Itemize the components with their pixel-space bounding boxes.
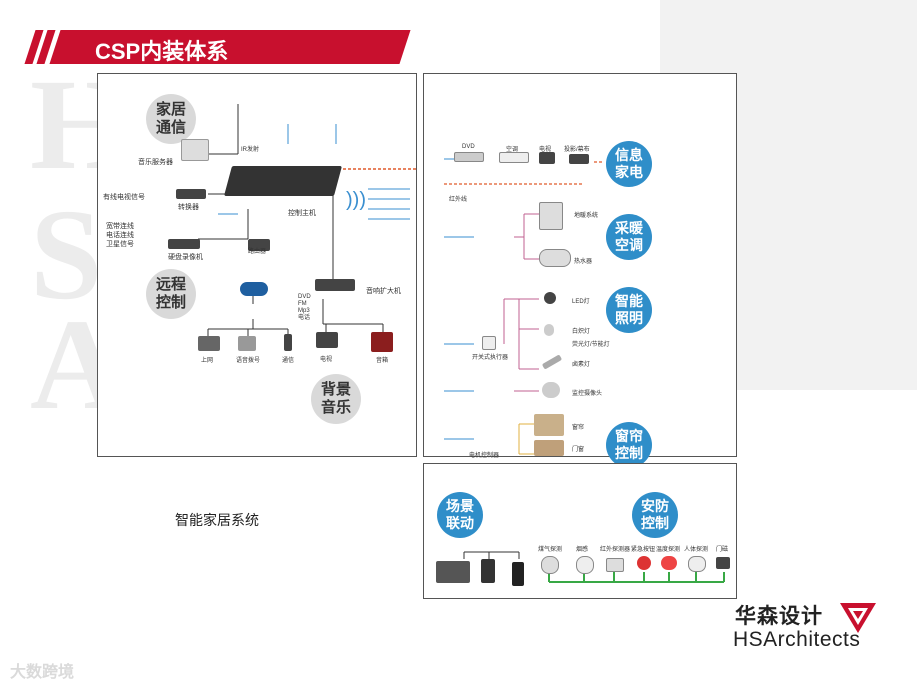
right-connections bbox=[444, 158, 604, 455]
switch-device bbox=[482, 336, 496, 350]
pc-label: 上网 bbox=[201, 358, 214, 364]
bubble-info-appliances: 信息家电 bbox=[606, 141, 652, 187]
remote-device bbox=[512, 562, 524, 586]
smartphone-device bbox=[481, 559, 495, 583]
sensor-body-icon bbox=[688, 556, 706, 572]
phone-device bbox=[238, 336, 256, 351]
sensor-temp-icon bbox=[661, 556, 677, 570]
bubble-curtain-control: 窗帘控制 bbox=[606, 422, 652, 468]
tv-label: 电视 bbox=[320, 357, 333, 363]
dvd-label: DVD bbox=[462, 144, 475, 150]
bubble-smart-lighting: 智能照明 bbox=[606, 287, 652, 333]
sensor-door-label: 门磁 bbox=[716, 547, 729, 553]
bubble-home-communication: 家居通信 bbox=[146, 94, 196, 144]
bulb-device bbox=[544, 324, 554, 336]
brand-name-cn: 华森设计 bbox=[735, 605, 823, 628]
tv-appliance-label: 电视 bbox=[539, 147, 552, 153]
projector-device bbox=[569, 154, 589, 164]
left-diagram-panel: 家居通信 远程控制 背景音乐 音乐服务器 有线电视信号 转换器 宽带连线电话连线… bbox=[97, 73, 417, 457]
sensor-ir-label: 红外探测器 bbox=[600, 547, 631, 553]
curtain-room-device bbox=[534, 414, 564, 436]
sensor-smoke-icon bbox=[576, 556, 594, 574]
music-server-device bbox=[181, 139, 209, 161]
wifi-icon: ))) bbox=[346, 189, 366, 211]
bulb-label: 白炽灯 bbox=[572, 329, 591, 335]
bottom-diagram-panel: 场景联动 安防控制 煤气探测 烟感 红外探测器 紧急按钮 温度探测 人体探测 门… bbox=[423, 463, 737, 599]
speaker-label: 音箱 bbox=[376, 358, 389, 364]
bubble-background-music: 背景音乐 bbox=[311, 374, 361, 424]
sensor-gas-label: 煤气探测 bbox=[538, 547, 563, 553]
window-room-device bbox=[534, 440, 564, 456]
led-label: LED灯 bbox=[572, 299, 590, 305]
router-device bbox=[248, 239, 270, 251]
bubble-remote-control: 远程控制 bbox=[146, 269, 196, 319]
dvr-label: 硬盘录像机 bbox=[168, 254, 203, 261]
router-label: 路由器 bbox=[248, 249, 267, 255]
halogen-label: 卤素灯 bbox=[572, 362, 591, 368]
background-letter-s: S bbox=[30, 183, 103, 327]
pc-device bbox=[198, 336, 220, 351]
fluorescent-label: 荧光灯/节能灯 bbox=[572, 342, 610, 348]
phone-label: 语音拨号 bbox=[236, 358, 261, 364]
tv-device bbox=[316, 332, 338, 348]
ir-appliance-label: 红外线 bbox=[449, 197, 468, 203]
camera-label: 监控摄像头 bbox=[572, 391, 603, 397]
page-title: CSP内装体系 bbox=[95, 39, 229, 64]
tablet-device bbox=[436, 561, 470, 583]
diagram-caption: 智能家居系统 bbox=[175, 512, 259, 528]
amplifier-device bbox=[315, 279, 355, 291]
sensor-ir-icon bbox=[606, 558, 624, 572]
bubble-scene-linkage: 场景联动 bbox=[437, 492, 483, 538]
amplifier-label: 音响扩大机 bbox=[366, 288, 401, 295]
heating-device bbox=[539, 202, 563, 230]
window-label: 门窗 bbox=[572, 447, 585, 453]
converter-device bbox=[176, 189, 206, 199]
mobile-device bbox=[284, 334, 292, 351]
sensor-emergency-label: 紧急按钮 bbox=[631, 547, 656, 553]
ir-label: IR发射 bbox=[241, 147, 260, 153]
water-heater-device bbox=[539, 249, 571, 267]
bubble-security-control: 安防控制 bbox=[632, 492, 678, 538]
watermark-text: 大数跨境 bbox=[10, 664, 75, 681]
tv-appliance-device bbox=[539, 152, 555, 164]
cable-tv-label: 有线电视信号 bbox=[103, 194, 145, 201]
broadband-label: 宽带连线电话连线卫星信号 bbox=[106, 223, 134, 248]
led-device bbox=[544, 292, 556, 304]
curtain-relay-label: 电机控制器 bbox=[469, 453, 500, 459]
mobile-label: 通信 bbox=[282, 358, 295, 364]
heating-label: 地暖系统 bbox=[574, 213, 599, 219]
camera-device bbox=[542, 382, 560, 398]
sensor-smoke-label: 烟感 bbox=[576, 547, 589, 553]
dvd-device bbox=[454, 152, 484, 162]
sensor-gas-icon bbox=[541, 556, 559, 574]
dvr-device bbox=[168, 239, 200, 249]
bubble-heating-ac: 采暖空调 bbox=[606, 214, 652, 260]
ac-label: 空调 bbox=[506, 147, 519, 153]
ac-device bbox=[499, 152, 529, 163]
cloud-device bbox=[240, 282, 268, 296]
water-heater-label: 热水器 bbox=[574, 259, 593, 265]
music-server-label: 音乐服务器 bbox=[138, 159, 173, 166]
right-diagram-panel: 信息家电 采暖空调 智能照明 窗帘控制 DVD 空调 电视 投影/幕布 红外线 … bbox=[423, 73, 737, 468]
projector-label: 投影/幕布 bbox=[564, 147, 590, 153]
curtain-label: 窗帘 bbox=[572, 425, 585, 431]
switch-label: 开关式执行器 bbox=[472, 355, 509, 361]
speaker-device bbox=[371, 332, 393, 352]
control-host-device bbox=[223, 166, 343, 196]
sensor-door-icon bbox=[716, 557, 730, 569]
brand-logo-icon bbox=[840, 603, 876, 633]
left-connections bbox=[198, 104, 416, 336]
control-host-label: 控制主机 bbox=[288, 210, 316, 217]
sensor-temp-label: 温度探测 bbox=[656, 547, 681, 553]
brand-name-en: HSArchitects bbox=[733, 628, 861, 651]
sensor-emergency-icon bbox=[637, 556, 651, 570]
converter-label: 转换器 bbox=[178, 204, 199, 211]
sensor-body-label: 人体探测 bbox=[684, 547, 709, 553]
